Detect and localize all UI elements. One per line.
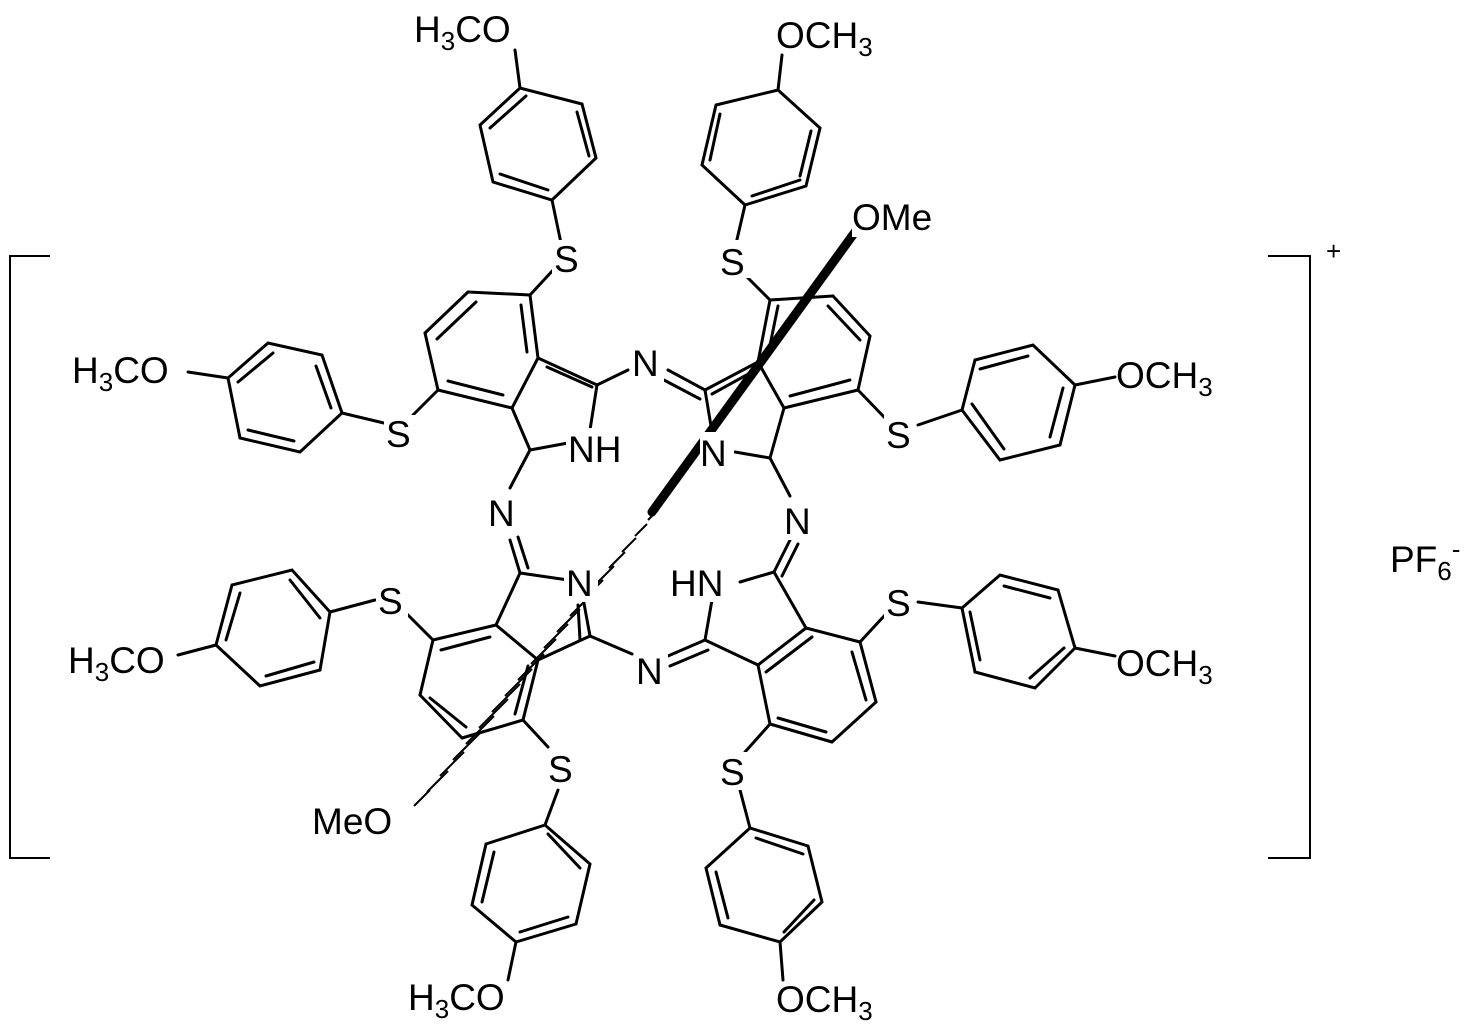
label-n-upper-right: N xyxy=(700,433,727,474)
atom-labels: H3CO OCH3 OMe S S S S S S S S H3CO OCH3 … xyxy=(68,9,1460,1026)
isoindole-lower-right xyxy=(703,538,887,754)
axial-bond-bottom-hashed xyxy=(413,509,659,807)
label-och3-bottom: OCH3 xyxy=(776,979,873,1026)
label-s7: S xyxy=(548,749,573,790)
label-counterion: PF6- xyxy=(1390,534,1460,586)
label-charge: + xyxy=(1326,236,1341,266)
label-s8: S xyxy=(720,752,745,793)
label-och3-lower-right: OCH3 xyxy=(1116,643,1213,690)
label-h3co-bottom: H3CO xyxy=(408,977,505,1024)
label-h3co-upper-left: H3CO xyxy=(72,350,169,397)
label-och3-top: OCH3 xyxy=(776,15,873,62)
label-meo-bottom: MeO xyxy=(312,801,392,842)
left-bracket xyxy=(9,255,50,859)
label-s5: S xyxy=(378,581,403,622)
aryl-upper-left xyxy=(186,341,390,454)
label-ome-top: OMe xyxy=(852,197,932,238)
aryl-lower-right xyxy=(916,573,1117,690)
aryl-bottom-right xyxy=(704,788,824,982)
label-h3co-top: H3CO xyxy=(414,9,511,56)
label-h3co-lower-left: H3CO xyxy=(68,640,165,687)
label-s3: S xyxy=(386,414,411,455)
label-nh-upper-left: NH xyxy=(568,429,621,470)
label-n-lower: N xyxy=(636,651,663,692)
right-bracket xyxy=(1268,255,1311,859)
label-hn-lower-right: HN xyxy=(670,563,723,604)
aryl-top-right xyxy=(700,53,822,250)
meso-bridges xyxy=(508,368,792,668)
aryl-upper-right xyxy=(916,343,1117,462)
label-s4: S xyxy=(886,415,911,456)
isoindole-upper-left xyxy=(411,266,599,452)
isoindole-upper-right xyxy=(703,273,887,460)
label-n-center-left: N xyxy=(566,563,593,604)
isoindole-lower-left xyxy=(403,535,592,749)
label-s2: S xyxy=(720,242,745,283)
label-s1: S xyxy=(554,239,579,280)
aryl-lower-left xyxy=(176,568,377,688)
label-n-right: N xyxy=(784,501,811,542)
aryl-top-left xyxy=(478,48,598,250)
aryl-bottom-left xyxy=(470,788,592,982)
label-och3-upper-right: OCH3 xyxy=(1116,355,1213,402)
axial-bond-top xyxy=(647,227,860,517)
label-n-left: N xyxy=(488,493,515,534)
label-s6: S xyxy=(886,583,911,624)
label-n-upper: N xyxy=(632,343,659,384)
